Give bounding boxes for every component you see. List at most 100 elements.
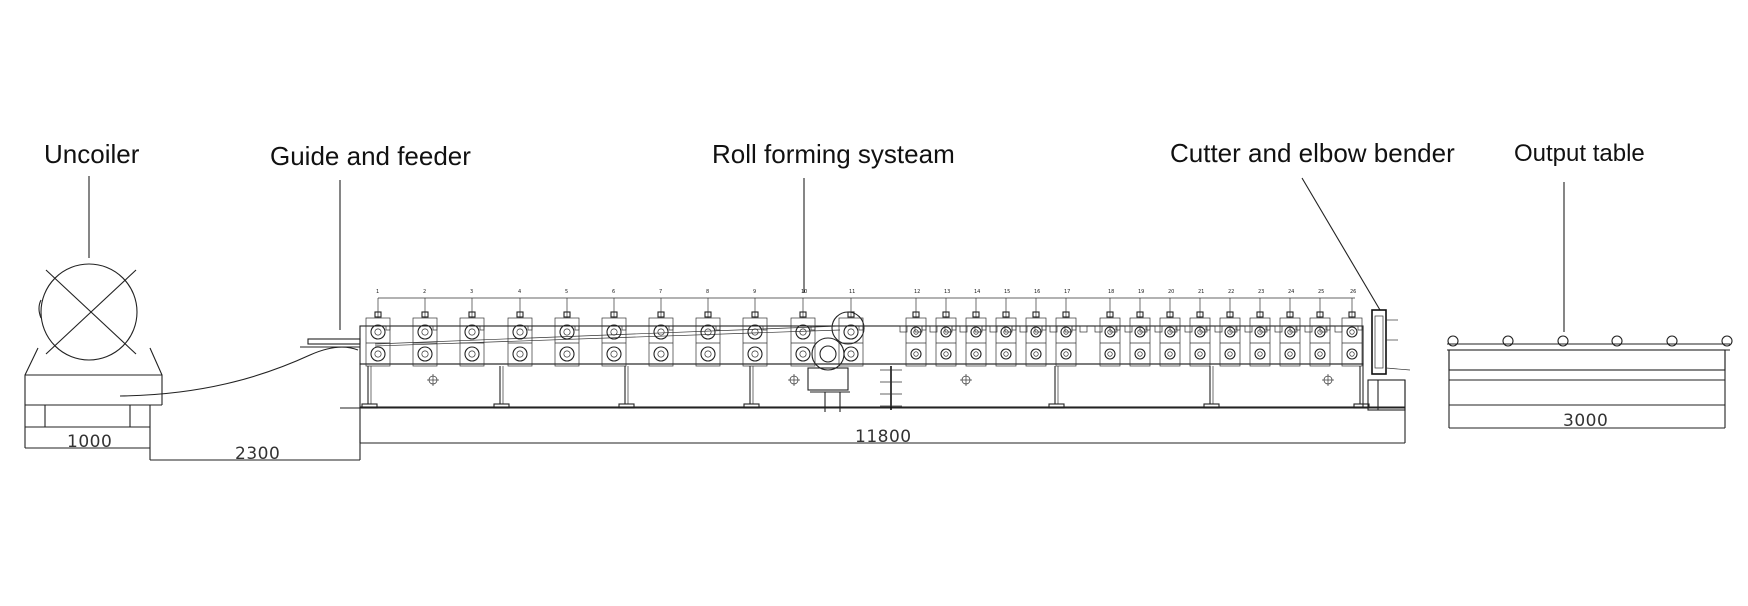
frame-detail xyxy=(1094,325,1103,333)
output-table-label: Output table xyxy=(1514,140,1645,167)
station-number: 2 xyxy=(423,289,426,295)
station-number: 19 xyxy=(1138,289,1144,295)
frame-detail xyxy=(1139,325,1148,333)
frame-detail xyxy=(1319,325,1328,333)
station-number: 4 xyxy=(518,289,521,295)
station-number: 21 xyxy=(1198,289,1204,295)
forming-station xyxy=(507,298,533,367)
machine-leg xyxy=(1353,366,1370,409)
frame-detail xyxy=(1259,325,1268,333)
station-number: 17 xyxy=(1064,289,1070,295)
station-number: 18 xyxy=(1108,289,1114,295)
station-number: 12 xyxy=(914,289,920,295)
frame-detail xyxy=(989,325,998,333)
forming-station xyxy=(1279,298,1301,367)
frame-detail xyxy=(1304,325,1313,333)
machine-leg xyxy=(743,366,760,409)
forming-station xyxy=(905,298,927,367)
machine-leg xyxy=(1203,366,1220,409)
station-number: 20 xyxy=(1168,289,1174,295)
forming-station xyxy=(695,298,721,367)
frame-detail xyxy=(1109,325,1118,333)
forming-station xyxy=(742,298,768,367)
frame-detail xyxy=(1049,325,1058,333)
frame-detail xyxy=(1019,325,1028,333)
cutter-elbow-bender-machine xyxy=(1367,309,1411,411)
frame-detail xyxy=(1004,325,1013,333)
roll-forming-label: Roll forming systeam xyxy=(712,139,955,169)
frame-detail xyxy=(1079,325,1088,333)
feeder-dimension: 2300 xyxy=(235,444,281,464)
machine-leg xyxy=(1048,366,1065,409)
frame-detail xyxy=(944,325,953,333)
output-table-machine xyxy=(1447,335,1733,429)
forming-stations xyxy=(365,298,1363,367)
station-number: 22 xyxy=(1228,289,1234,295)
frame-detail xyxy=(914,325,923,333)
frame-detail xyxy=(1064,325,1073,333)
forming-station xyxy=(648,298,674,367)
forming-station xyxy=(601,298,627,367)
frame-detail xyxy=(1214,325,1223,333)
cutter-leader xyxy=(1301,177,1381,311)
frame-detail xyxy=(1184,325,1193,333)
frame-detail xyxy=(1244,325,1253,333)
machine-leg xyxy=(618,366,635,409)
station-number: 1 xyxy=(376,289,379,295)
frame-detail xyxy=(1334,325,1343,333)
station-number: 3 xyxy=(470,289,473,295)
frame-detail xyxy=(929,325,938,333)
uncoiler-machine xyxy=(24,263,163,449)
forming-station xyxy=(1341,298,1363,367)
station-number: 15 xyxy=(1004,289,1010,295)
forming-station xyxy=(1249,298,1271,367)
forming-station xyxy=(554,298,580,367)
station-number: 16 xyxy=(1034,289,1040,295)
forming-station xyxy=(1309,298,1331,367)
frame-detail xyxy=(1034,325,1043,333)
station-number: 5 xyxy=(565,289,568,295)
station-number: 6 xyxy=(612,289,615,295)
frame-detail xyxy=(899,325,908,333)
uncoiler-label: Uncoiler xyxy=(44,139,140,169)
forming-station xyxy=(412,298,438,367)
frame-detail xyxy=(974,325,983,333)
frame-detail xyxy=(1274,325,1283,333)
station-number: 8 xyxy=(706,289,709,295)
frame-detail xyxy=(1169,325,1178,333)
frame-detail xyxy=(1229,325,1238,333)
station-number: 13 xyxy=(944,289,950,295)
station-number: 7 xyxy=(659,289,662,295)
forming-station xyxy=(1159,298,1181,367)
steel-strip xyxy=(119,346,359,397)
station-number: 9 xyxy=(753,289,756,295)
frame-detail xyxy=(959,325,968,333)
station-number: 11 xyxy=(849,289,855,295)
machine-legs xyxy=(361,366,1370,409)
cutter-bender-label: Cutter and elbow bender xyxy=(1170,138,1455,168)
machine-leg xyxy=(361,366,378,409)
forming-station xyxy=(459,298,485,367)
frame-detail xyxy=(1154,325,1163,333)
station-number: 14 xyxy=(974,289,980,295)
frame-detail xyxy=(1199,325,1208,333)
machine-leg xyxy=(493,366,510,409)
roll-forming-dimension: 11800 xyxy=(855,427,912,447)
uncoiler-dimension: 1000 xyxy=(67,432,113,452)
guide-feeder-machine xyxy=(149,338,361,461)
station-number: 10 xyxy=(801,289,807,295)
forming-station xyxy=(838,298,864,367)
station-number: 25 xyxy=(1318,289,1324,295)
frame-detail xyxy=(1124,325,1133,333)
forming-station xyxy=(790,298,816,367)
station-number: 24 xyxy=(1288,289,1294,295)
station-number: 26 xyxy=(1350,289,1356,295)
forming-station xyxy=(365,298,391,367)
station-number: 23 xyxy=(1258,289,1264,295)
guide-feeder-label: Guide and feeder xyxy=(270,141,471,171)
output-table-dimension: 3000 xyxy=(1563,411,1609,431)
frame-detail xyxy=(1289,325,1298,333)
